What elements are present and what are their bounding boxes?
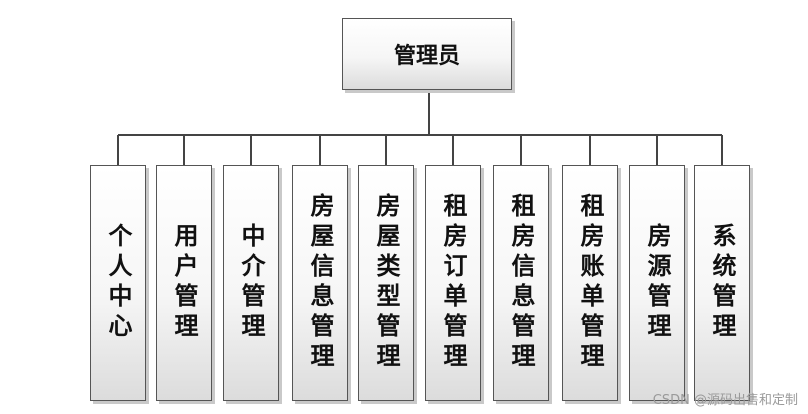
node-agent-management: 中介管理 (223, 165, 279, 401)
node-rental-bill-management: 租房账单管理 (562, 165, 618, 401)
node-label: 房屋类型管理 (372, 193, 400, 373)
drop-lines (117, 135, 723, 165)
node-rental-info-management: 租房信息管理 (493, 165, 549, 401)
watermark: CSDN @源码出售和定制 (652, 393, 798, 408)
node-label: 租房订单管理 (439, 193, 467, 373)
root-node-admin: 管理员 (342, 18, 512, 90)
node-user-management: 用户管理 (156, 165, 212, 401)
node-label: 系统管理 (708, 223, 736, 343)
node-label: 房屋信息管理 (306, 193, 334, 373)
node-label: 房源管理 (643, 223, 671, 343)
node-rental-order-management: 租房订单管理 (425, 165, 481, 401)
node-label: 租房账单管理 (576, 193, 604, 373)
node-house-info-management: 房屋信息管理 (292, 165, 348, 401)
node-system-management: 系统管理 (694, 165, 750, 401)
node-label: 中介管理 (237, 223, 265, 343)
node-label: 租房信息管理 (507, 193, 535, 373)
node-personal-center: 个人中心 (90, 165, 146, 401)
node-listing-management: 房源管理 (629, 165, 685, 401)
node-label: 个人中心 (104, 223, 132, 343)
node-label: 用户管理 (170, 223, 198, 343)
root-node-label: 管理员 (393, 44, 460, 69)
node-house-type-management: 房屋类型管理 (358, 165, 414, 401)
